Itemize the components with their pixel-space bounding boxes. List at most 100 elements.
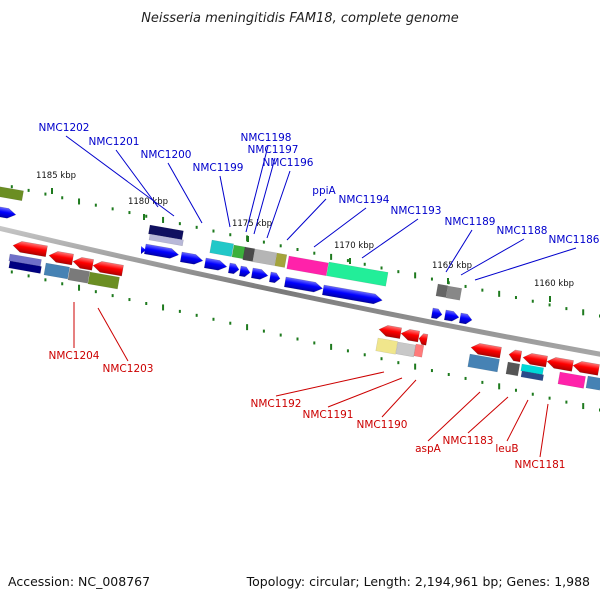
label-leader-line [467,396,509,434]
forward-gene-label: NMC1197 [248,144,299,156]
forward-gene-arrow [268,271,281,284]
reverse-gene-arrow [92,261,124,277]
reverse-gene-label: NMC1183 [443,435,494,447]
reverse-gene-label: NMC1181 [515,459,566,471]
genome-backbone [0,225,600,357]
forward-gene-arrow [203,257,228,271]
label-leader-line [275,371,385,397]
feature-block-magenta [557,371,586,389]
tick-layer: 1185 kbp 1180 kbp 1175 kbp 1170 kbp 1165 kbp… [10,171,600,412]
feature-block-gray [445,285,463,301]
label-leader-line [381,379,417,418]
scale-tick-label: 1170 kbp [334,241,374,251]
feature-block-gray [252,248,277,266]
reverse-gene-arrow [546,357,574,372]
scale-tick-label: 1160 kbp [534,279,574,289]
forward-gene-arrow [430,307,443,320]
reverse-gene-arrow [48,251,74,266]
label-leader-line [219,175,231,228]
forward-gene-arrow [250,267,269,280]
label-lines [65,135,577,458]
accession-text: Accession: NC_008767 [8,574,150,589]
forward-gene-label: NMC1199 [193,162,244,174]
reverse-gene-arrow [522,353,548,368]
reverse-gene-label: aspA [415,443,442,455]
feature-block-gray [67,267,90,284]
forward-gene-label: NMC1188 [497,225,548,237]
genome-summary-text: Topology: circular; Length: 2,194,961 bp… [246,574,590,589]
feature-block-darkgray [505,361,521,377]
reverse-gene-label: NMC1191 [303,409,354,421]
reverse-gene-arrow [508,349,523,363]
reverse-gene-label: NMC1192 [251,398,302,410]
label-leader-line [286,198,327,241]
label-leader-line [266,170,291,239]
scale-tick-label: 1175 kbp [232,219,272,229]
forward-gene-label: NMC1200 [141,149,192,161]
label-leader-line [245,145,269,233]
reverse-gene-label: leuB [495,443,518,455]
forward-gene-arrow [283,276,324,293]
reverse-gene-arrow [12,241,48,258]
feature-block-steelblue [43,262,70,280]
forward-gene-label: NMC1196 [263,157,314,169]
forward-gene-arrow [321,284,383,305]
forward-gene-label: NMC1193 [391,205,442,217]
forward-gene-label: NMC1202 [39,122,90,134]
label-leader-line [313,207,367,248]
feature-block-khaki [375,337,398,355]
label-leader-line [167,162,203,224]
scale-tick-label: 1165 kbp [432,261,472,271]
label-leader-line [65,135,175,217]
label-leader-line [445,229,473,273]
label-leader-line [474,247,577,281]
feature-block-magenta [286,255,329,277]
gene-labels: NMC1202NMC1201NMC1200NMC1199NMC1198NMC11… [39,122,600,471]
label-leader-line [460,238,525,276]
label-leader-line [539,403,549,458]
label-leader-line [97,307,129,362]
feature-block-olive [87,271,120,290]
label-leader-line [327,377,403,408]
forward-gene-arrow [179,251,204,265]
scale-tick-label: 1185 kbp [36,171,76,181]
forward-gene-label: NMC1198 [241,132,292,144]
reverse-gene-label: NMC1203 [103,363,154,375]
forward-gene-label: NMC1194 [339,194,390,206]
forward-gene-arrow [141,246,146,254]
label-leader-line [506,399,529,442]
forward-gene-arrow [143,243,180,259]
forward-gene-arrow [458,312,473,325]
forward-gene-arrow [443,309,460,322]
feature-block-lightgray [395,341,417,358]
feature-block-darkgray [435,283,449,298]
feature-block-khaki [274,252,288,268]
feature-block-darkgray [242,246,256,262]
feature-block-navy [520,370,544,382]
reverse-gene-arrow [572,361,600,376]
reverse-gene-arrow [418,333,429,346]
label-leader-line [427,391,481,442]
feature-block-pink [413,343,425,358]
feature-block-navy [8,260,42,274]
forward-gene-arrow [238,265,251,278]
feature-block-steelblue [467,353,500,373]
scale-tick-label: 1180 kbp [128,197,168,207]
feature-block-mint [326,261,389,287]
feature-block-steelblue [585,375,600,391]
label-leader-line [253,157,276,235]
reverse-gene-label: NMC1190 [357,419,408,431]
feature-block-lavender [148,233,184,247]
label-leader-line [115,149,159,208]
forward-gene-label: NMC1201 [89,136,140,148]
forward-gene-arrow [0,205,17,219]
reverse-gene-arrow [378,325,402,339]
feature-block-olive [0,185,24,201]
map-title: Neisseria meningitidis FAM18, complete g… [141,11,459,26]
forward-gene-label: ppiA [312,185,336,197]
feature-blocks [0,185,600,391]
forward-gene-arrow [227,262,240,275]
forward-gene-label: NMC1189 [445,216,496,228]
reverse-gene-arrow [470,343,502,359]
reverse-gene-arrow [400,329,421,343]
